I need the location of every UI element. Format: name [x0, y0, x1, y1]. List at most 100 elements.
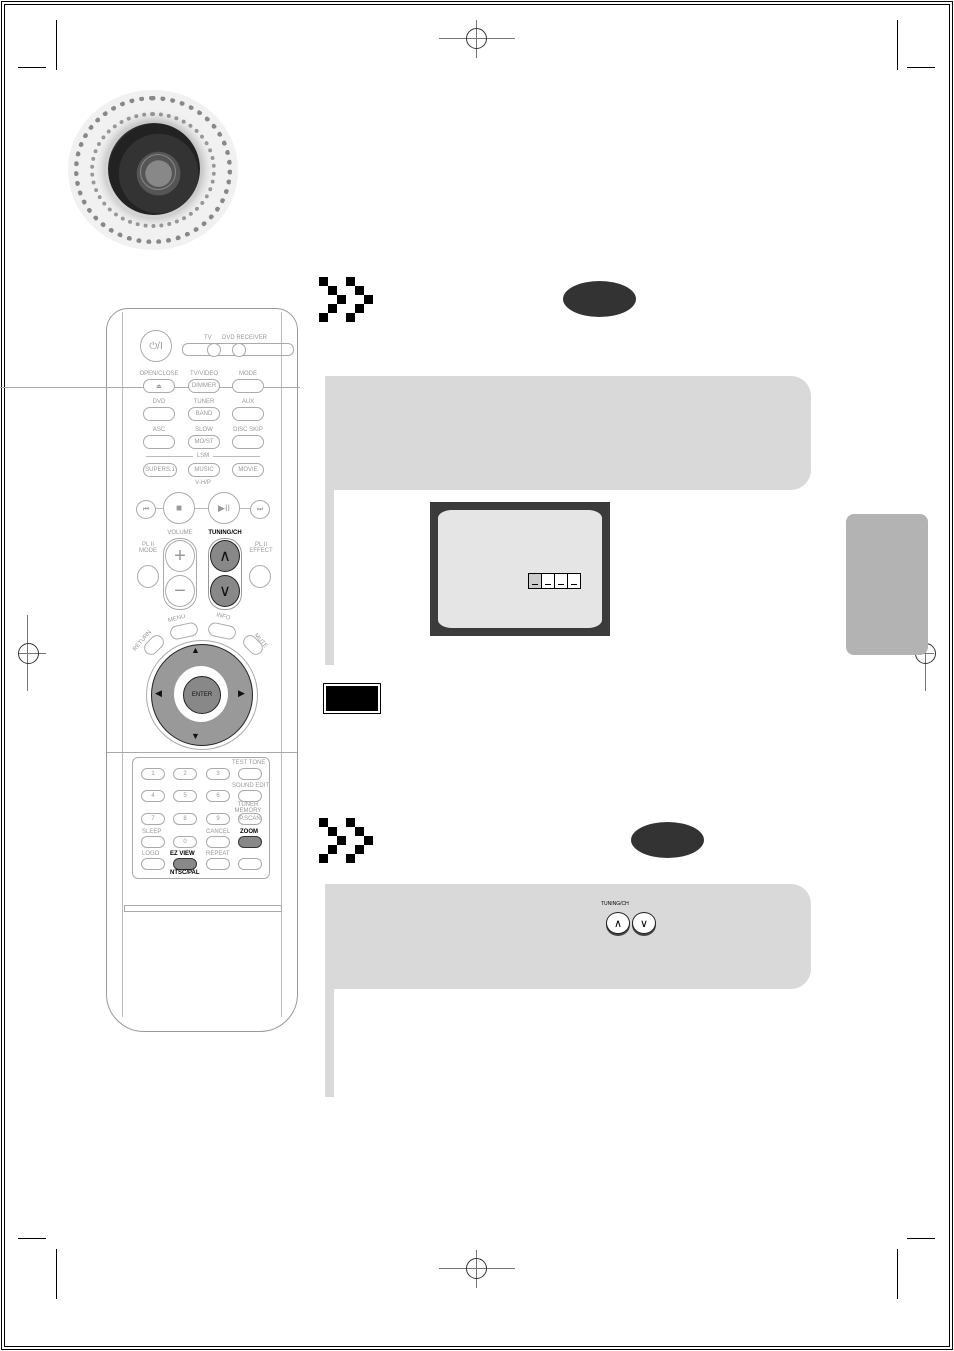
registration-mark-icon	[18, 643, 39, 664]
mode-button[interactable]	[232, 379, 264, 393]
mo-st-button[interactable]: MO/ST	[188, 435, 220, 449]
remote-battery-seam	[124, 905, 282, 912]
pl2-mode-button[interactable]	[137, 565, 159, 588]
tuning-down-button[interactable]: ∨	[210, 575, 240, 607]
skip-forward-icon: ⏭	[256, 505, 264, 513]
dimmer-label: DIMMER	[191, 383, 217, 389]
key-2[interactable]: 2	[173, 768, 197, 780]
skip-back-icon: ⏮	[142, 505, 150, 513]
dpad-up-button[interactable]: ▲	[191, 645, 200, 655]
key-6[interactable]: 6	[206, 790, 230, 802]
pin-digit-3	[555, 574, 568, 588]
movie-button[interactable]: MOVIE	[232, 463, 264, 477]
pl2-effect-button[interactable]	[249, 565, 271, 588]
mo-st-label: MO/ST	[194, 439, 214, 445]
supers1-button[interactable]: SUPERS.1	[143, 463, 177, 477]
key-7[interactable]: 7	[141, 813, 165, 825]
arrow-up-icon: ▲	[191, 645, 200, 655]
sound-edit-label: SOUND EDIT	[232, 783, 270, 789]
enter-button[interactable]: ENTER	[183, 676, 221, 714]
key-0[interactable]: 0	[173, 836, 197, 848]
key-1[interactable]: 1	[141, 768, 165, 780]
sleep-button[interactable]	[141, 836, 165, 848]
asc-label: ASC	[152, 427, 166, 433]
pl2-mode-label: PL II MODE	[139, 542, 157, 554]
tv-mode-button[interactable]	[207, 343, 221, 357]
blank-button[interactable]	[238, 858, 262, 870]
key-9[interactable]: 9	[206, 813, 230, 825]
test-tone-label: TEST TONE	[232, 760, 266, 766]
tuner-memory-label: TUNER MEMORY	[234, 802, 262, 814]
tuner-label: TUNER	[193, 399, 215, 405]
volume-label: VOLUME	[167, 530, 193, 536]
key-5[interactable]: 5	[173, 790, 197, 802]
movie-label: MOVIE	[238, 467, 258, 473]
power-button[interactable]: ⏻/I	[140, 330, 172, 362]
zoom-button[interactable]	[238, 836, 262, 848]
band-button[interactable]: BAND	[188, 407, 220, 421]
registration-mark-icon	[466, 28, 487, 49]
asc-button[interactable]	[143, 435, 175, 449]
key-4[interactable]: 4	[141, 790, 165, 802]
dpad-right-button[interactable]: ▶	[238, 688, 245, 699]
p-scan-label: P.SCAN	[239, 816, 261, 822]
repeat-button[interactable]	[206, 858, 230, 870]
sleep-label: SLEEP	[142, 829, 162, 835]
tuning-up-button[interactable]: ∧	[210, 540, 240, 572]
plus-icon: +	[174, 544, 186, 567]
test-tone-button[interactable]	[238, 768, 262, 780]
aux-button[interactable]	[232, 407, 264, 421]
sound-edit-button[interactable]	[238, 790, 262, 802]
section-1-step-stem	[325, 490, 334, 665]
dpad-down-button[interactable]: ▼	[191, 731, 200, 741]
chevron-down-icon: ∨	[639, 917, 649, 930]
page-border-inner	[4, 4, 950, 1347]
dimmer-button[interactable]: DIMMER	[188, 379, 220, 393]
ez-view-label: EZ VIEW	[170, 851, 195, 857]
dvd-button[interactable]	[143, 407, 175, 421]
dvd-receiver-mode-button[interactable]	[232, 343, 246, 357]
dpad-ring	[146, 640, 258, 750]
dpad-left-button[interactable]: ◀	[155, 688, 162, 699]
volume-up-button[interactable]: +	[165, 540, 195, 572]
tv-screen-illustration	[430, 502, 610, 636]
p-scan-button[interactable]: P.SCAN	[238, 813, 262, 825]
minus-icon: −	[174, 579, 186, 602]
music-button[interactable]: MUSIC	[188, 463, 220, 477]
binary-text-ring	[74, 96, 232, 244]
volume-down-button[interactable]: −	[165, 575, 195, 607]
tv-video-label: TV/VIDEO	[189, 371, 218, 377]
crop-mark	[907, 67, 935, 68]
key-8[interactable]: 8	[173, 813, 197, 825]
remote-inner-outline	[122, 312, 282, 1017]
zoom-label: ZOOM	[240, 829, 258, 835]
open-close-button[interactable]: ⏏	[143, 379, 175, 393]
play-pause-icon: ▶II	[218, 502, 230, 513]
key-9-label: 9	[216, 816, 220, 822]
enter-label: ENTER	[191, 692, 213, 698]
key-5-label: 5	[183, 793, 187, 799]
next-button[interactable]: ⏭	[250, 500, 270, 519]
play-pause-button[interactable]: ▶II	[208, 492, 240, 524]
disc-skip-button[interactable]	[232, 435, 264, 449]
disc-skip-label: DISC SKIP	[233, 427, 263, 433]
chevron-up-icon: ∧	[613, 917, 623, 930]
repeat-label: REPEAT	[206, 851, 230, 857]
logo-button[interactable]	[141, 858, 165, 870]
key-3[interactable]: 3	[206, 768, 230, 780]
supers1-label: SUPERS.1	[145, 467, 175, 473]
speaker-dustcap	[140, 154, 176, 190]
transport-line	[145, 508, 263, 509]
speaker-graphic	[68, 90, 238, 250]
cancel-button[interactable]	[206, 836, 230, 848]
prev-button[interactable]: ⏮	[136, 500, 156, 519]
key-6-label: 6	[216, 793, 220, 799]
pl2-effect-label: PL II EFFECT	[249, 542, 273, 554]
stop-button[interactable]: ■	[163, 492, 195, 524]
cancel-label: CANCEL	[206, 829, 231, 835]
ez-view-button[interactable]	[173, 858, 197, 870]
keypad-area	[132, 757, 270, 879]
inline-tuning-up-button: ∧	[606, 912, 630, 934]
open-close-label: OPEN/CLOSE	[139, 371, 179, 377]
